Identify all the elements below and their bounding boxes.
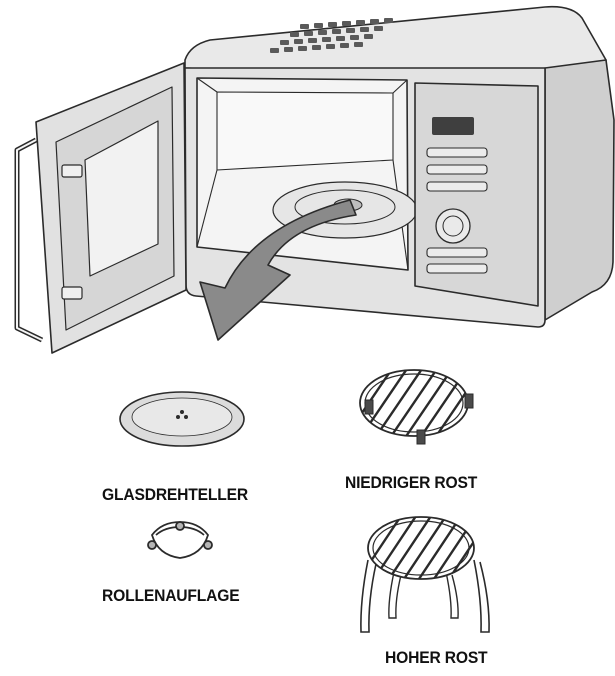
microwave-top xyxy=(184,5,607,84)
door-handle xyxy=(14,137,44,343)
glass-turntable-icon xyxy=(119,391,245,447)
vent-grille xyxy=(270,18,393,53)
label-glass-turntable: GLASDREHTELLER xyxy=(102,485,249,504)
removal-arrow xyxy=(199,199,357,341)
cavity-back-wall xyxy=(216,91,394,171)
roller-ring-icon xyxy=(147,521,213,559)
door-window xyxy=(84,120,159,277)
control-dial xyxy=(435,208,471,244)
microwave-right-side xyxy=(544,59,615,321)
high-rack-icon xyxy=(360,516,490,633)
label-low-rack: NIEDRIGER ROST xyxy=(345,473,478,492)
display-window xyxy=(432,117,474,135)
label-high-rack: HOHER ROST xyxy=(385,648,488,667)
low-rack-icon xyxy=(359,369,474,445)
label-roller-ring: ROLLENAUFLAGE xyxy=(102,586,240,605)
control-buttons xyxy=(426,147,488,274)
microwave-oven xyxy=(14,5,615,354)
